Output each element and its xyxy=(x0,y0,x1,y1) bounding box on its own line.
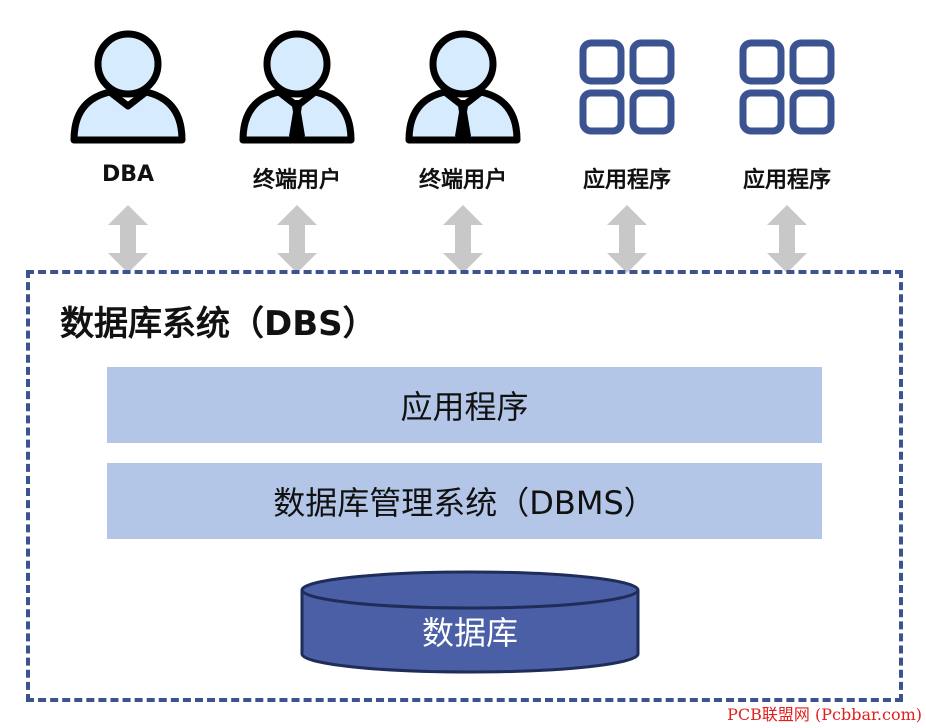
layer-application: 应用程序 xyxy=(107,367,822,443)
actor-label: DBA xyxy=(101,162,155,187)
bidirectional-arrow-icon xyxy=(277,205,317,273)
app-grid-icon xyxy=(579,39,675,135)
layer-dbms: 数据库管理系统（DBMS） xyxy=(107,463,822,539)
actor-label: 终端用户 xyxy=(252,168,341,193)
database-label: 数据库 xyxy=(421,614,518,652)
dbs-title: 数据库系统（DBS） xyxy=(60,304,377,344)
watermark: PCB联盟网 (Pcbbar.com) xyxy=(727,705,922,724)
app-grid-icon xyxy=(739,39,835,135)
person-tie-icon xyxy=(405,30,521,144)
person-tie-icon xyxy=(239,30,355,144)
database-cylinder-icon xyxy=(300,570,640,674)
dbs-frame xyxy=(26,270,903,702)
bidirectional-arrow-icon xyxy=(607,205,647,273)
actor-label: 终端用户 xyxy=(418,168,507,193)
bidirectional-arrow-icon xyxy=(767,205,807,273)
bidirectional-arrow-icon xyxy=(108,205,148,273)
actor-label: 应用程序 xyxy=(582,168,671,193)
bidirectional-arrow-icon xyxy=(443,205,483,273)
person-icon xyxy=(70,30,186,144)
actor-label: 应用程序 xyxy=(742,168,831,193)
